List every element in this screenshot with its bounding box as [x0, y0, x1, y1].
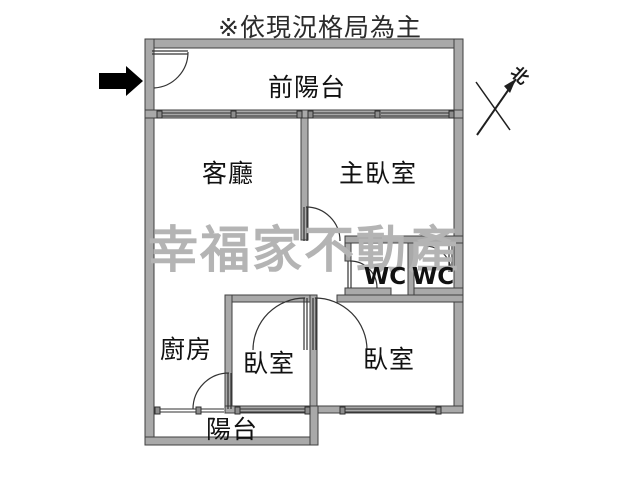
window-rear-balcony-1: [154, 406, 202, 415]
door-master-bedroom: [303, 206, 341, 242]
wall-exterior-right: [453, 38, 464, 414]
room-label-wc-right: WC: [411, 264, 455, 290]
plan-note: ※依現況格局為主: [218, 13, 422, 42]
window-front-balcony-4: [381, 110, 455, 119]
wall-wc-left-side: [344, 242, 352, 262]
wall-front-balcony-divider: [144, 109, 464, 119]
wall-master-bottom: [344, 235, 464, 244]
door-bedroom-right: [312, 297, 368, 351]
room-label-wc-left: WC: [363, 264, 407, 290]
wall-exterior-top: [144, 38, 464, 49]
door-kitchen: [192, 372, 232, 410]
window-rear-balcony-2: [201, 408, 224, 413]
window-group: [154, 110, 455, 415]
wall-rear-balcony-bottom: [144, 436, 319, 446]
door-entrance: [152, 50, 189, 89]
door-bedroom-left: [252, 297, 308, 351]
north-arrow-icon: [475, 78, 517, 136]
wall-group: [144, 38, 464, 446]
wall-corridor-top-right: [336, 294, 464, 303]
door-group: [152, 50, 453, 410]
door-wc-right: [424, 245, 453, 273]
window-bedroom-left-bottom: [234, 406, 311, 415]
door-wc-left: [347, 260, 378, 289]
wall-exterior-left: [144, 38, 155, 446]
window-front-balcony-3: [307, 110, 381, 119]
window-front-balcony-1: [156, 110, 237, 119]
entrance-arrow-icon: [99, 66, 143, 96]
window-front-balcony-2: [236, 110, 303, 119]
window-bedroom-right-bottom: [339, 406, 442, 415]
wall-rear-balcony-right: [309, 405, 319, 446]
